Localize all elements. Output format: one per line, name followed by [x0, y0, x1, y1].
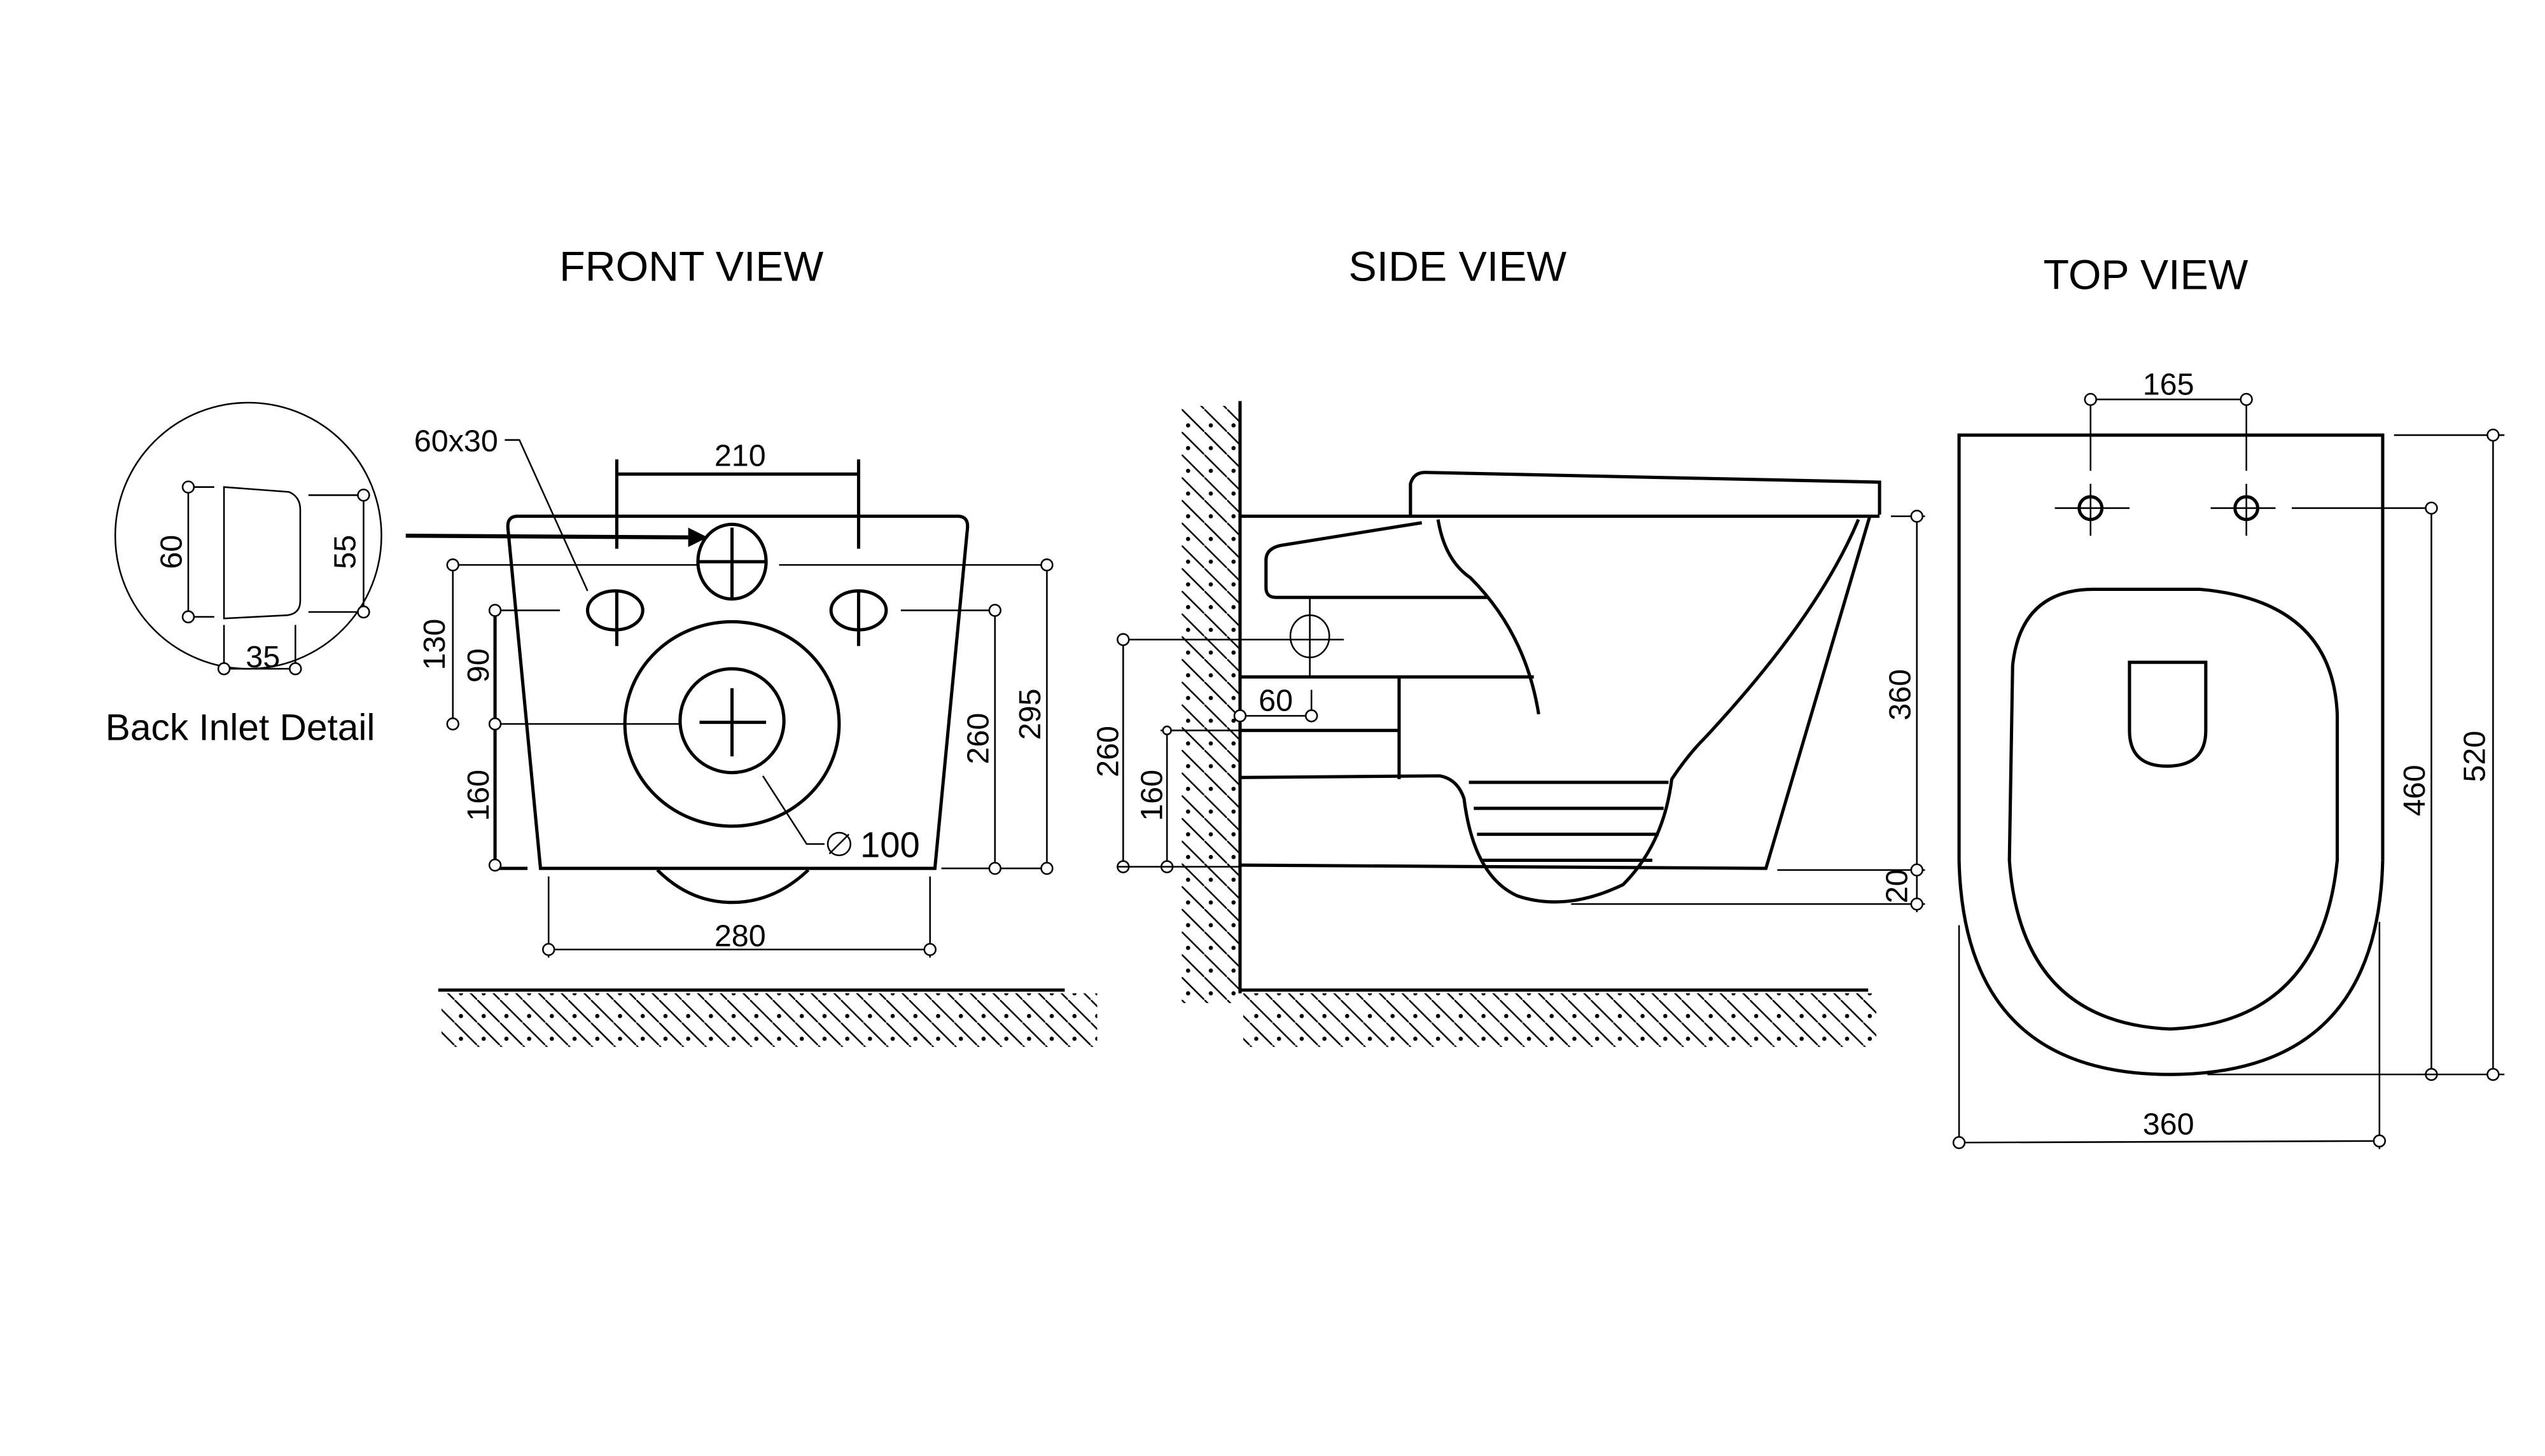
back-inlet-detail: 60 55 35 Back Inlet Detail — [106, 401, 708, 749]
front-dim-130: 130 — [417, 619, 452, 670]
front-dim-160: 160 — [461, 770, 496, 821]
top-view-title: TOP VIEW — [2044, 251, 2249, 298]
side-dim-360: 360 — [1883, 669, 1918, 721]
top-dim-165: 165 — [2143, 367, 2194, 401]
front-dim-210: 210 — [715, 439, 766, 473]
outlet-diameter: 100 — [860, 824, 920, 864]
side-view-drawing: 260 160 60 360 20 — [1091, 401, 1925, 1047]
inlet-dim-55: 55 — [328, 535, 363, 569]
front-view-title: FRONT VIEW — [559, 244, 823, 291]
inlet-dim-35: 35 — [246, 640, 280, 674]
back-inlet-label: Back Inlet Detail — [106, 707, 375, 749]
side-dim-20: 20 — [1879, 869, 1914, 903]
side-dim-260: 260 — [1091, 726, 1126, 777]
top-dim-360: 360 — [2143, 1107, 2194, 1142]
front-dim-295: 295 — [1013, 688, 1047, 740]
top-dim-460: 460 — [2397, 765, 2432, 816]
top-view-drawing: 165 460 520 360 — [1952, 367, 2505, 1149]
top-dim-520: 520 — [2458, 731, 2492, 782]
inlet-dim-60: 60 — [155, 535, 189, 569]
hole-size-label: 60x30 — [414, 424, 498, 459]
side-view-title: SIDE VIEW — [1348, 244, 1566, 291]
side-dim-60: 60 — [1259, 684, 1293, 718]
side-dim-160: 160 — [1135, 770, 1169, 821]
front-dim-280: 280 — [715, 919, 766, 953]
front-view-drawing: 100 210 60x30 130 90 160 260 295 280 — [414, 424, 1098, 1047]
front-dim-260: 260 — [961, 713, 996, 765]
front-dim-90: 90 — [461, 648, 496, 683]
